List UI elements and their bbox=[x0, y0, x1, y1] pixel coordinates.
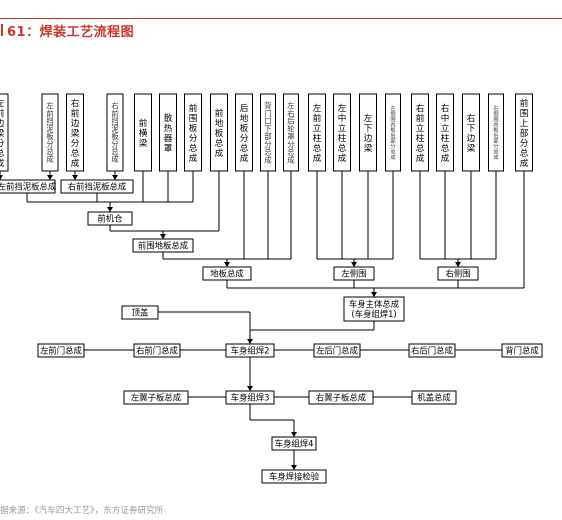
arrow-head bbox=[455, 262, 461, 267]
front-floor-assy-label: 前围地板总成 bbox=[138, 241, 189, 251]
floor-assy-label: 地板总成 bbox=[210, 269, 244, 279]
right-rear-door-label: 右后门总成 bbox=[411, 346, 453, 356]
arrow-head bbox=[47, 175, 53, 180]
right-wing-label: 右翼子板总成 bbox=[316, 393, 367, 403]
top-label-t17: 右下边梁 bbox=[467, 112, 476, 154]
top-label-t8: 后地板分总成 bbox=[240, 103, 249, 164]
top-label-t16: 右中立柱总成 bbox=[441, 102, 450, 164]
source-note: 据来源：《汽车四大工艺》，东方证券研究所 bbox=[0, 506, 164, 516]
left-rear-door-label: 左后门总成 bbox=[316, 346, 358, 356]
left-side-label: 左侧围 bbox=[341, 269, 366, 279]
left-front-door-label: 左前门总成 bbox=[40, 346, 82, 356]
top-label-t15: 右前立柱总成 bbox=[416, 102, 425, 164]
header-marker bbox=[1, 24, 3, 36]
arrow-head bbox=[247, 339, 253, 344]
top-label-t12: 左中立柱总成 bbox=[338, 102, 347, 164]
page-title: 61：焊装工艺流程图 bbox=[7, 25, 135, 40]
body-main-label: 车身主体总成 bbox=[349, 299, 400, 309]
roof-label: 顶盖 bbox=[132, 308, 149, 318]
arrow-head bbox=[291, 465, 297, 470]
arrow-head bbox=[112, 175, 118, 180]
top-label-t1: 左前挡泥板分总成 bbox=[46, 102, 53, 164]
right-side-label: 右侧围 bbox=[445, 269, 470, 279]
back-door-label: 背门总成 bbox=[505, 346, 539, 356]
right-fender-assy-label: 右前挡泥板总成 bbox=[68, 182, 127, 192]
top-label-t13: 左下边梁 bbox=[364, 112, 373, 154]
front-engine-bay-label: 前机仓 bbox=[97, 214, 123, 224]
top-label-t2: 右前边梁分总成 bbox=[71, 97, 80, 169]
arrow-head bbox=[107, 207, 113, 212]
body-main-box bbox=[343, 296, 405, 322]
arrow-head bbox=[72, 175, 78, 180]
top-label-t5: 散热器罩 bbox=[164, 112, 173, 154]
arrow-head bbox=[351, 262, 357, 267]
hood-label: 机盖总成 bbox=[417, 393, 451, 403]
left-fender-assy-label: 左前挡泥板总成 bbox=[0, 182, 57, 192]
left-wing-label: 左翼子板总成 bbox=[131, 393, 182, 403]
top-label-t19: 前围上部分总成 bbox=[520, 97, 529, 169]
header-rule bbox=[0, 18, 562, 19]
top-label-t14: 左侧围内板后部分总成 bbox=[390, 104, 396, 161]
body-main-sub-label: (车身组焊1) bbox=[351, 309, 396, 319]
top-label-t18: 右侧围内板后部分总成 bbox=[493, 104, 499, 161]
top-box-t0 bbox=[0, 93, 9, 172]
weld3-label: 车身组焊3 bbox=[231, 393, 270, 403]
arrow-head bbox=[160, 234, 166, 239]
arrow-head bbox=[224, 262, 230, 267]
top-label-t3: 右前挡泥板分总成 bbox=[111, 102, 118, 164]
top-label-t0: 左前边梁分总成 bbox=[0, 97, 5, 169]
arrow-head bbox=[247, 386, 253, 391]
top-label-t6: 前围板分总成 bbox=[189, 102, 198, 164]
arrow-head bbox=[291, 432, 297, 437]
top-label-t7: 前地板总成 bbox=[215, 107, 224, 159]
weld4-label: 车身组焊4 bbox=[275, 439, 314, 449]
top-label-t9: 背门口下部分总成 bbox=[264, 101, 272, 164]
arrow-head bbox=[371, 292, 377, 297]
weld2-label: 车身组焊2 bbox=[231, 346, 270, 356]
top-label-t10: 左右后轮罩分总成 bbox=[287, 101, 295, 164]
arrow-head bbox=[0, 175, 3, 180]
top-label-t4: 前横梁 bbox=[139, 117, 148, 149]
right-front-door-label: 右前门总成 bbox=[136, 346, 178, 356]
top-label-t11: 左前立柱总成 bbox=[313, 102, 322, 164]
final-check-label: 车身焊接检验 bbox=[269, 472, 320, 482]
